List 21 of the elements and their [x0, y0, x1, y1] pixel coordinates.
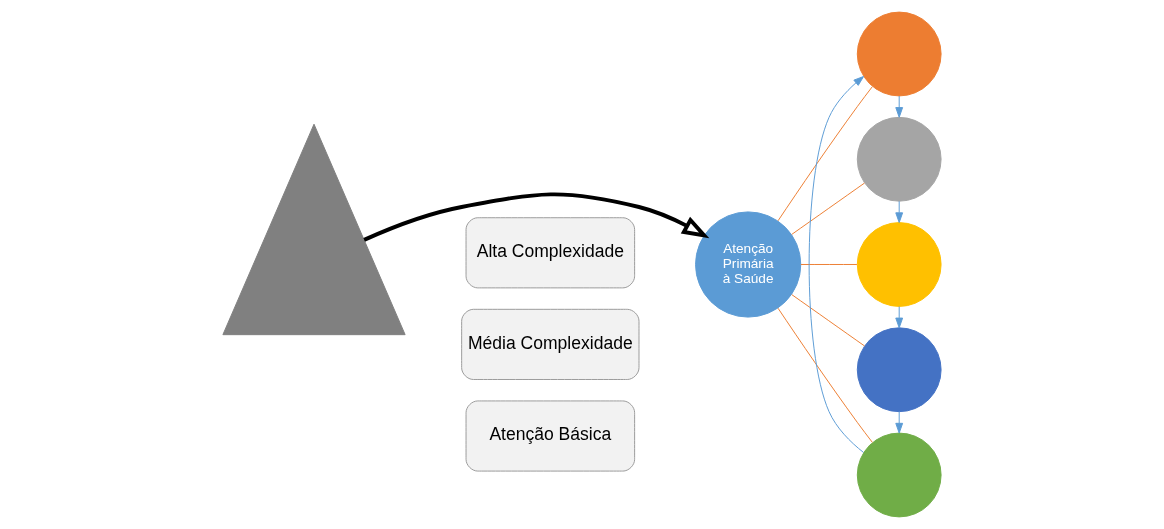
connector: [800, 264, 858, 265]
connector: [791, 294, 865, 347]
arrow: [808, 76, 865, 453]
node-box: Atenção Básica: [465, 400, 636, 472]
node-circle: [856, 432, 942, 518]
arrow: [363, 192, 710, 242]
connector: [777, 307, 873, 443]
arrow: [895, 200, 904, 224]
node-box: Alta Complexidade: [465, 217, 636, 289]
node-triangle: [222, 123, 406, 336]
node-box: Média Complexidade: [461, 308, 640, 380]
node-circle: [856, 222, 942, 307]
connector: [791, 182, 865, 235]
arrow: [895, 95, 904, 118]
arrow: [895, 411, 904, 434]
node-circle: Atenção Primária à Saúde: [695, 211, 802, 318]
node-circle: [856, 116, 942, 202]
node-circle: [856, 11, 942, 97]
connector: [777, 86, 873, 222]
arrow: [895, 306, 904, 329]
node-circle: [856, 327, 942, 413]
